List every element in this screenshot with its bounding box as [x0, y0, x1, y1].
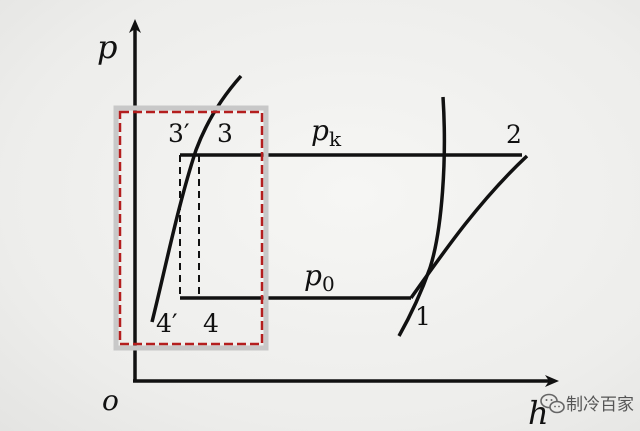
- point-3-label: 3: [217, 119, 233, 148]
- saturated-vapor-line: [397, 96, 447, 337]
- watermark-text: 制冷百家: [566, 395, 634, 415]
- condensing-pressure-label: pk: [311, 114, 342, 151]
- compression-line: [409, 154, 529, 300]
- highlight-box-inner: [118, 110, 264, 346]
- watermark: 制冷百家: [540, 393, 634, 415]
- wechat-icon: [540, 393, 565, 414]
- saturated-liquid-line: [150, 74, 243, 323]
- x-axis-label: h: [528, 394, 549, 431]
- point-4-label: 4: [203, 309, 219, 338]
- point-3prime-label: 3′: [168, 119, 190, 148]
- origin-label: o: [102, 384, 119, 417]
- evaporating-pressure-label: p0: [304, 259, 335, 296]
- highlight-box-outer: [113, 105, 269, 351]
- point-4prime-label: 4′: [156, 309, 178, 338]
- point-2-label: 2: [506, 120, 522, 149]
- y-axis-label: p: [97, 28, 117, 66]
- point-1-label: 1: [415, 302, 431, 331]
